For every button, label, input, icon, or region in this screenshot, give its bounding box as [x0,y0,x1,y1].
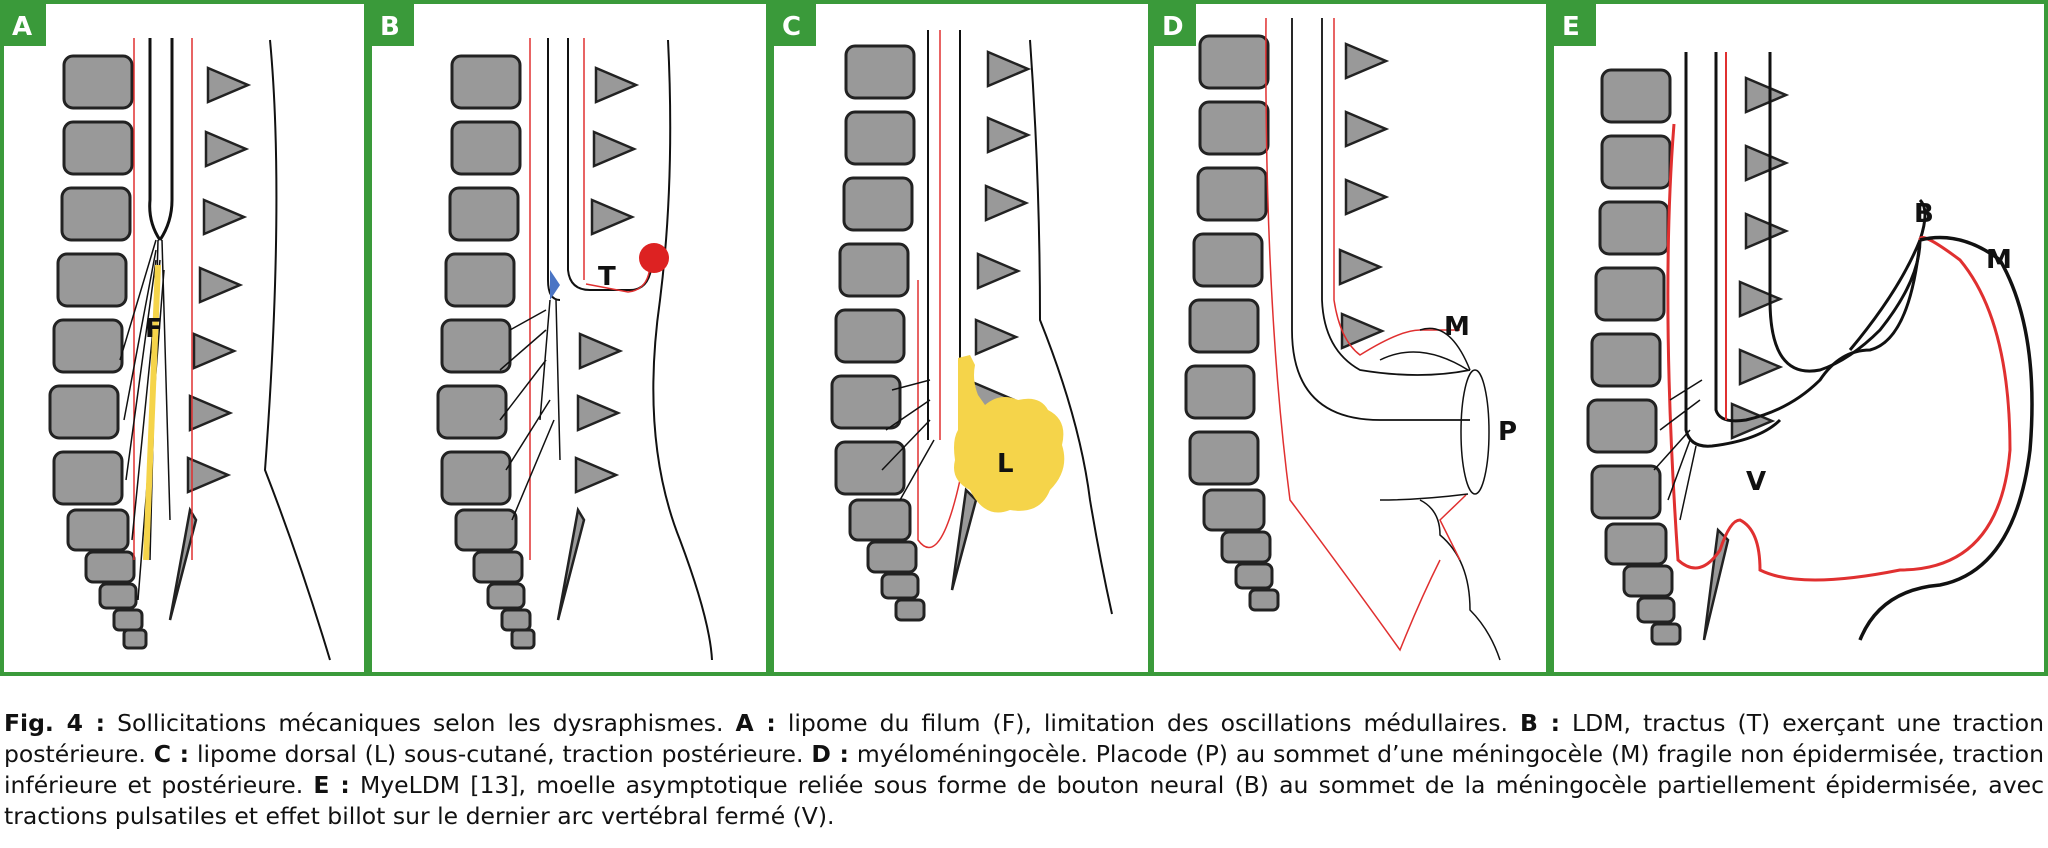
vertebral-column [436,54,536,650]
panel-label-d: D [1162,12,1184,42]
panel-b: B [368,0,770,676]
caption-b-text: LDM, tractus (T) exerçant une traction p… [4,709,2045,768]
spinous-triangles [168,66,250,621]
label-m: M [1444,312,1470,342]
spinal-cord [1265,17,1501,661]
figure-caption: Fig. 4 : Sollicitations mécaniques selon… [4,708,2044,832]
caption-c-key: C : [153,740,190,768]
caption-intro: Sollicitations mécaniques selon les dysr… [105,709,736,737]
vertebral-column [1184,34,1280,612]
caption-a-text: lipome du filum (F), limitation des osci… [775,709,1520,737]
panel-a: A [0,0,368,676]
caption-e-key: E : [313,771,350,799]
spinal-cord [1653,52,2034,641]
label-b: B [1914,199,1934,229]
vertebral-column [48,54,148,650]
blue-mark [550,270,560,300]
caption-a-key: A : [735,709,776,737]
panel-label-a: A [12,12,32,42]
label-t: T [598,262,616,292]
panel-d: D [1150,0,1550,676]
dorsal-lipoma [954,355,1065,513]
spinal-cord [881,30,1113,615]
spinous-triangles [1702,76,1788,641]
vertebral-column [1586,68,1682,646]
panel-label-c: C [782,12,801,42]
panel-label-e: E [1562,12,1580,42]
caption-fig-label: Fig. 4 : [4,709,106,737]
spinal-cord [119,38,331,661]
figure-diagram: A [0,0,2048,676]
label-l: L [997,449,1014,479]
caption-d-key: D : [811,740,849,768]
caption-c-text: lipome dorsal (L) sous-cutané, traction … [189,740,812,768]
caption-e-text: MyeLDM [13], moelle asymptotique reliée … [4,771,2044,830]
panel-e: E [1550,0,2048,676]
filum-lipoma [143,264,161,561]
panel-label-b: B [380,12,400,42]
label-v: V [1746,467,1766,497]
spinous-triangles [950,50,1030,591]
caption-b-key: B : [1519,709,1560,737]
label-m: M [1986,245,2012,275]
panel-c: C [770,0,1152,676]
label-f: F [145,314,163,344]
caption-d-text: myéloméningocèle. Placode (P) au sommet … [4,740,2045,799]
tractus-dot [639,243,669,273]
spinous-triangles [556,66,638,621]
spinous-triangles [1338,42,1388,350]
label-p: P [1498,417,1517,447]
vertebral-column [830,44,926,622]
